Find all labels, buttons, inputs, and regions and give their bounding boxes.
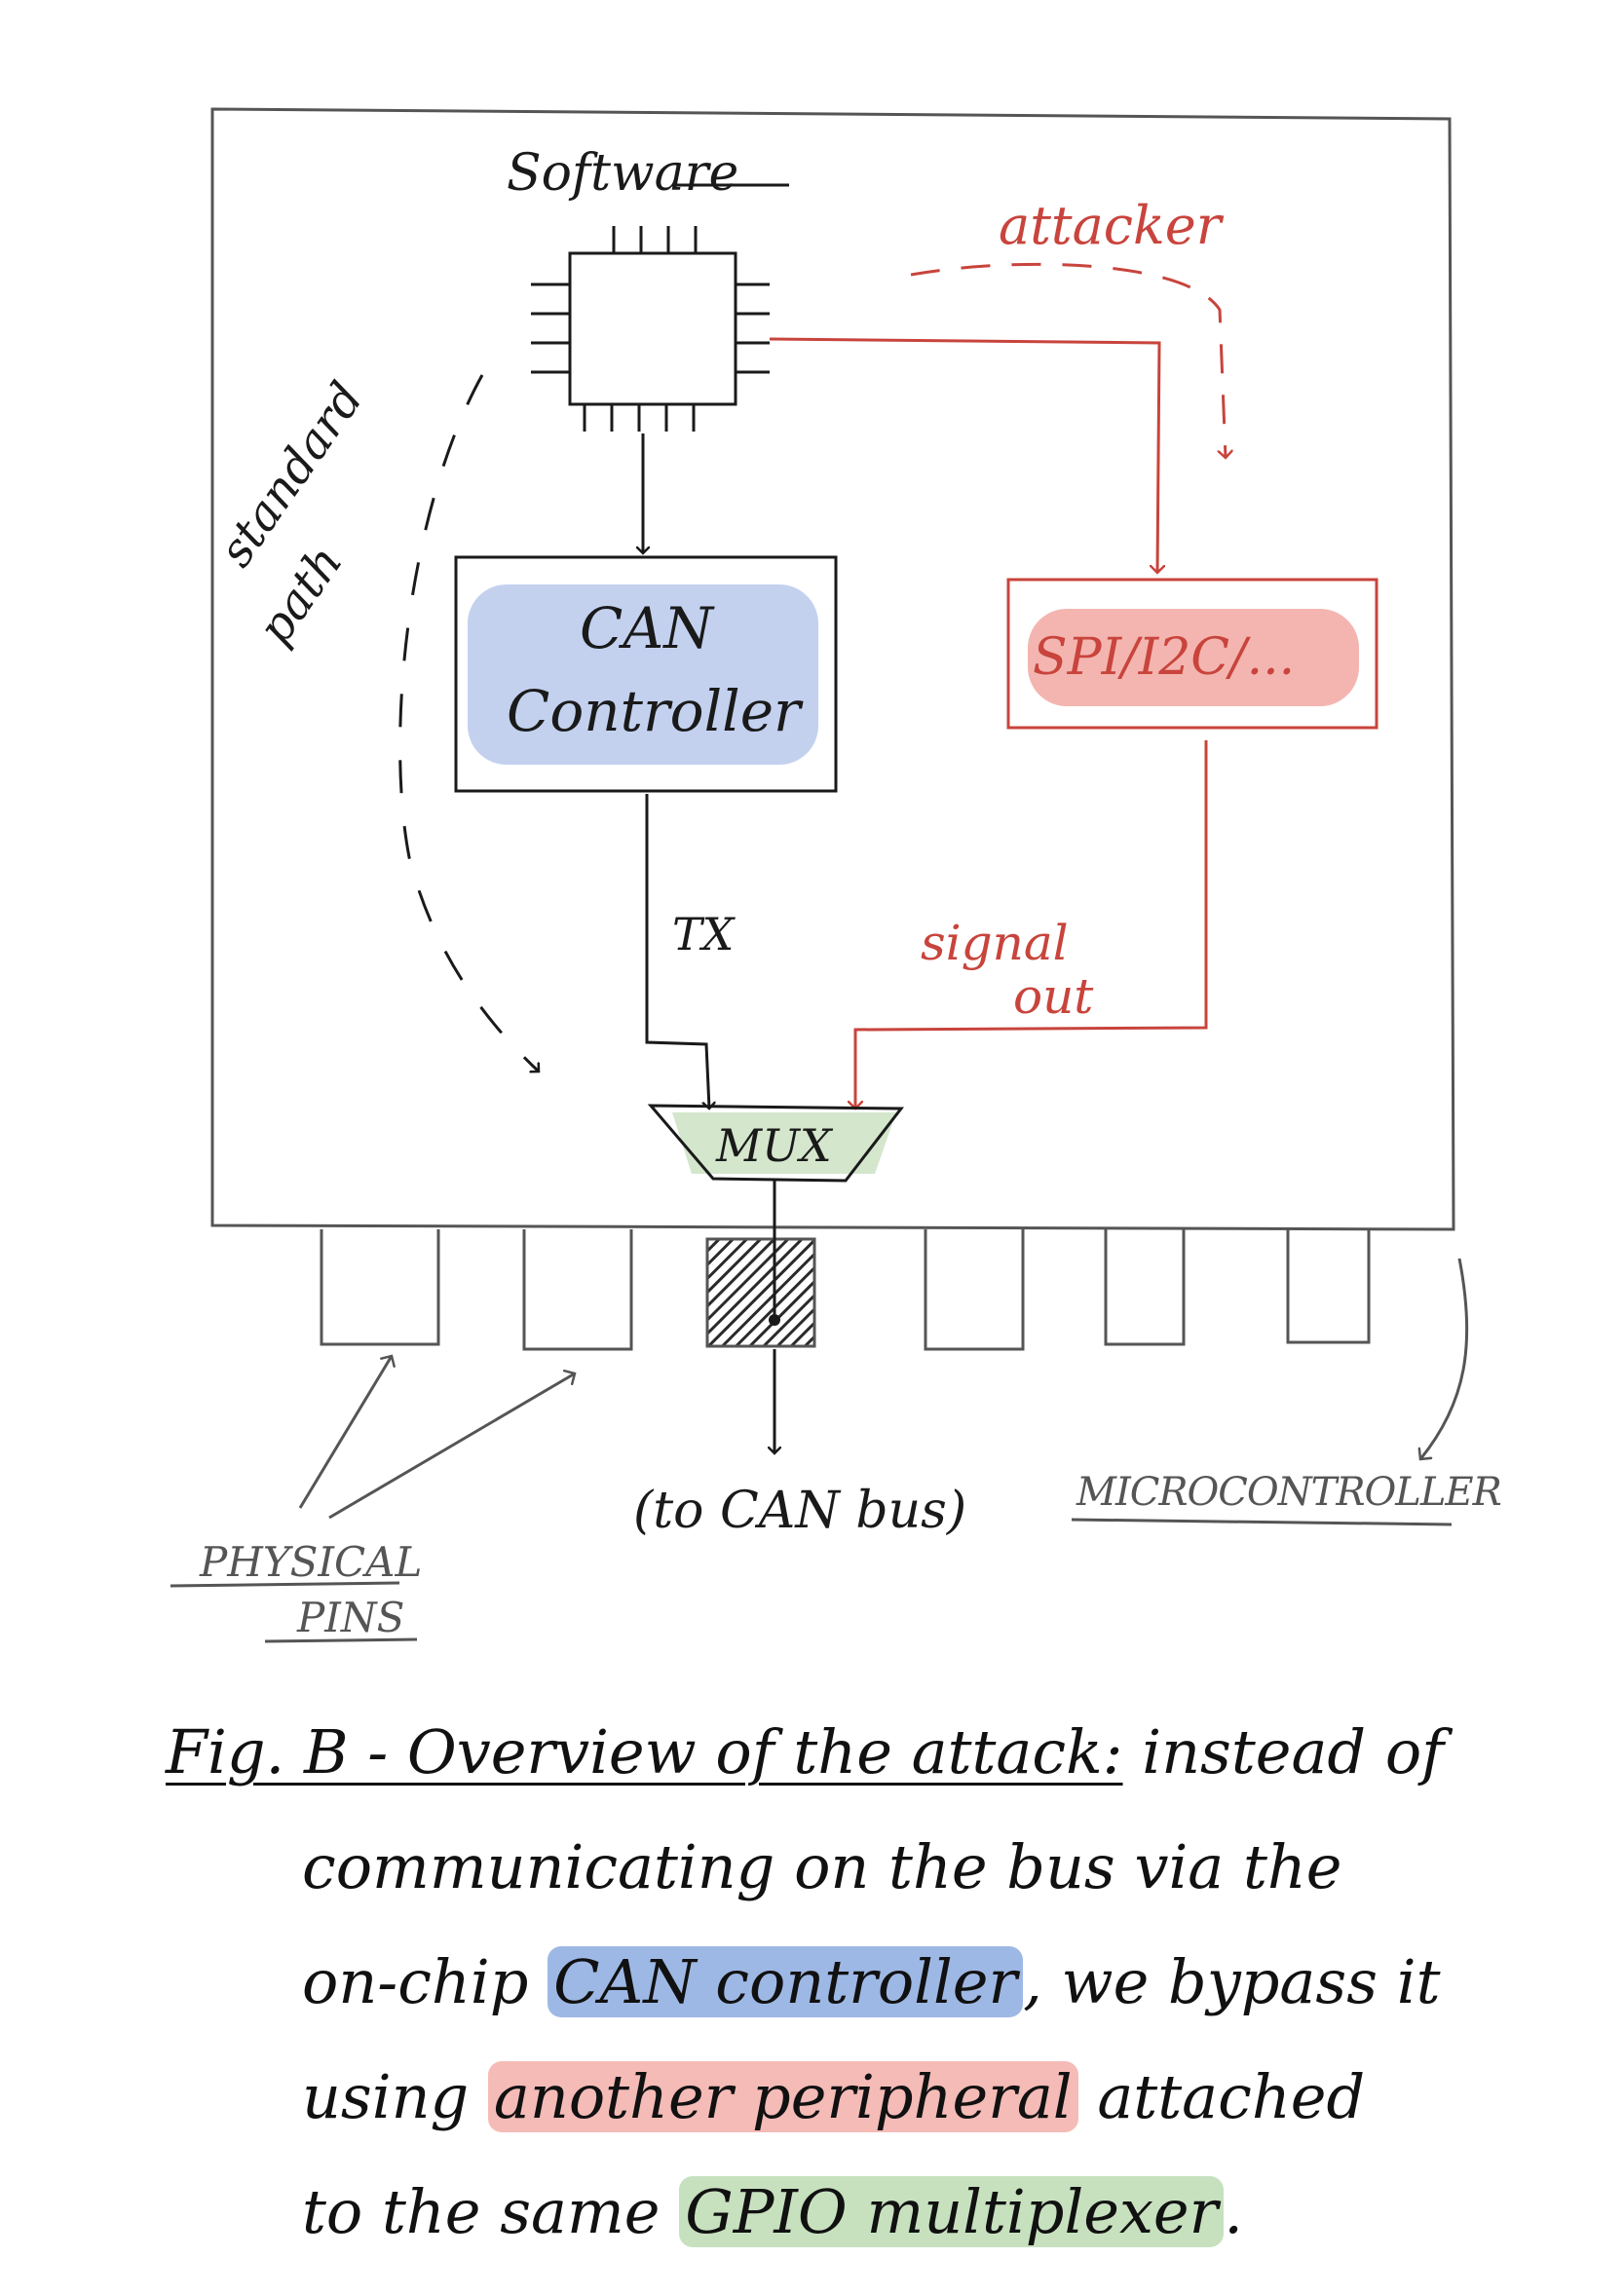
pin-5 (1104, 1229, 1186, 1346)
peripheral-highlight (1028, 609, 1359, 706)
signal-out-line (855, 740, 1208, 1109)
signal-out-label-1: signal (921, 915, 1069, 971)
caption-text-2: communicating on the bus via the (302, 1831, 1342, 1902)
caption-text-4b: attached (1097, 2061, 1366, 2132)
peripheral-label: SPI/I2C/... (1033, 628, 1295, 687)
pin-4 (924, 1229, 1025, 1351)
microcontroller-arrow (1420, 1258, 1469, 1459)
to-can-bus-label: (to CAN bus) (633, 1482, 966, 1540)
microcontroller-underline (1071, 1518, 1453, 1526)
can-controller-box (454, 555, 838, 793)
mux-highlight (672, 1112, 896, 1174)
caption-text-3a: on-chip (302, 1946, 529, 2017)
pin-can-tx (705, 1237, 816, 1348)
caption-text-5a: to the same (302, 2176, 661, 2247)
figure-caption: Fig. B - Overview of the attack: instead… (166, 1695, 1461, 2270)
physical-pins-label-1: PHYSICAL (199, 1538, 422, 1586)
software-label: Software (507, 144, 738, 203)
caption-line-1: Fig. B - Overview of the attack: instead… (166, 1695, 1461, 1810)
microcontroller-label: MICROCONTROLLER (1076, 1470, 1501, 1515)
caption-text-5b: . (1224, 2176, 1243, 2247)
software-chip (531, 183, 789, 432)
microcontroller-outline (210, 107, 1455, 1231)
can-controller-label-2: Controller (507, 678, 804, 744)
caption-line-3: on-chip CAN controller, we bypass it (166, 1925, 1461, 2040)
physical-pins (320, 1229, 1371, 1351)
mux-label: MUX (715, 1119, 834, 1172)
attacker-label: attacker (999, 195, 1225, 256)
mux-shape (647, 1104, 905, 1183)
peripheral-box (1006, 578, 1379, 730)
physical-pins-underline-1 (170, 1581, 400, 1588)
attack-diagram: Software CAN Controller attacker SPI/I2C… (170, 107, 1502, 1643)
caption-line-5: to the same GPIO multiplexer. (166, 2155, 1461, 2270)
standard-path-label-1: standard (208, 372, 374, 576)
caption-text-3b: , we bypass it (1023, 1946, 1441, 2017)
caption-text-4a: using (302, 2061, 470, 2132)
attacker-dashed-arrow (910, 262, 1226, 458)
standard-path-arrow (398, 374, 539, 1072)
caption-line-4: using another peripheral attached (166, 2040, 1461, 2155)
pin-dot (769, 1314, 780, 1326)
can-controller-highlight (468, 584, 818, 765)
pin-6 (1286, 1229, 1371, 1344)
caption-line-2: communicating on the bus via the (166, 1810, 1461, 1925)
caption-can-controller-highlight: CAN controller (548, 1946, 1024, 2017)
caption-title: Fig. B - Overview of the attack: (166, 1716, 1123, 1787)
physical-pins-arrow-1 (298, 1356, 392, 1509)
can-controller-label-1: CAN (580, 595, 715, 661)
physical-pins-underline-2 (264, 1637, 418, 1643)
physical-pins-arrow-2 (328, 1373, 575, 1520)
pin-2 (522, 1229, 633, 1351)
caption-text-1: instead of (1142, 1716, 1445, 1787)
chip-to-peripheral-line (769, 337, 1159, 573)
caption-peripheral-highlight: another peripheral (487, 2061, 1078, 2132)
caption-gpio-highlight: GPIO multiplexer (679, 2176, 1225, 2247)
tx-line (645, 794, 709, 1109)
tx-label: TX (672, 908, 736, 960)
physical-pins-label-2: PINS (296, 1594, 404, 1641)
signal-out-label-2: out (1013, 968, 1094, 1025)
pin-1 (320, 1229, 440, 1346)
